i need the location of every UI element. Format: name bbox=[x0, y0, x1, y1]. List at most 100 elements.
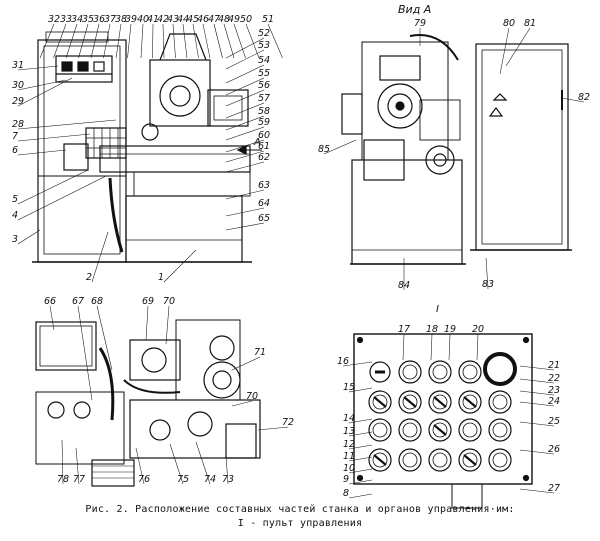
leader-line bbox=[115, 23, 122, 59]
work-table bbox=[99, 145, 251, 173]
console-button bbox=[368, 390, 392, 414]
leader-line bbox=[195, 441, 211, 485]
callout-bottom_left-9: 74 bbox=[204, 474, 216, 485]
console-button bbox=[368, 418, 392, 442]
callout-bottom_left-5: 71 bbox=[254, 347, 266, 358]
callout-top_row-15: 47 bbox=[208, 14, 220, 25]
leader-line bbox=[561, 97, 585, 103]
callout-right_col-9: 61 bbox=[258, 141, 270, 152]
callout-panel_left-1: 15 bbox=[343, 382, 355, 393]
callout-right_col-6: 58 bbox=[258, 106, 270, 117]
leader-line bbox=[348, 418, 373, 424]
callout-bottom_left-10: 75 bbox=[177, 474, 189, 485]
callout-panel_left-6: 10 bbox=[343, 463, 355, 474]
leader-line bbox=[96, 305, 113, 371]
leader-line bbox=[505, 27, 531, 67]
leader-line bbox=[233, 23, 246, 59]
leader-line bbox=[448, 333, 451, 361]
callout-panel_left-4: 12 bbox=[343, 439, 355, 450]
leader-line bbox=[152, 23, 154, 59]
console-button bbox=[458, 448, 482, 472]
console-frame bbox=[353, 333, 533, 485]
console-button bbox=[428, 418, 452, 442]
leader-line bbox=[225, 49, 265, 70]
leader-line bbox=[257, 426, 289, 431]
leader-line bbox=[192, 23, 199, 59]
leader-line bbox=[17, 229, 41, 245]
leader-line bbox=[223, 23, 235, 59]
leader-line bbox=[103, 23, 111, 59]
leader-line bbox=[231, 356, 261, 371]
leader-line bbox=[348, 493, 373, 499]
callout-top_row-14: 46 bbox=[197, 14, 209, 25]
callout-top_row-17: 49 bbox=[228, 14, 240, 25]
callout-left_col-5: 6 bbox=[12, 145, 18, 156]
callout-bottom_left-12: 77 bbox=[73, 474, 85, 485]
callout-top_row-10: 42 bbox=[157, 14, 169, 25]
callout-left_col-9: 2 bbox=[86, 272, 92, 283]
leader-line bbox=[225, 115, 265, 131]
console-button bbox=[428, 360, 452, 384]
leader-line bbox=[348, 468, 373, 474]
callout-top_row-18: 50 bbox=[240, 14, 252, 25]
callout-panel_left-5: 11 bbox=[343, 451, 355, 462]
leader-line bbox=[77, 305, 93, 401]
callout-top_row-19: 51 bbox=[262, 14, 274, 25]
leader-line bbox=[323, 139, 357, 155]
callout-right_col-11: 63 bbox=[258, 180, 270, 191]
callout-bottom_left-0: 66 bbox=[44, 296, 56, 307]
console-button bbox=[488, 390, 512, 414]
callout-right_col-12: 64 bbox=[258, 198, 270, 209]
leader-line bbox=[519, 488, 555, 494]
console-button bbox=[398, 360, 422, 384]
callout-bottom_left-8: 73 bbox=[222, 474, 234, 485]
leader-line bbox=[348, 431, 373, 437]
callout-right_col-8: 60 bbox=[258, 130, 270, 141]
console-button bbox=[488, 448, 512, 472]
leader-line bbox=[75, 447, 80, 485]
leader-line bbox=[348, 387, 373, 393]
callout-panel_top-2: 19 bbox=[444, 324, 456, 335]
machine-base bbox=[125, 195, 243, 263]
leader-line bbox=[182, 23, 188, 59]
callout-panel_right-5: 26 bbox=[548, 444, 560, 455]
callout-panel_right-0: 21 bbox=[548, 360, 560, 371]
leader-line bbox=[225, 64, 265, 84]
leader-line bbox=[17, 133, 91, 142]
leader-line bbox=[169, 443, 184, 485]
callout-panel_left-7: 9 bbox=[343, 474, 349, 485]
keypad bbox=[85, 127, 127, 159]
callout-panel_right-3: 24 bbox=[548, 396, 560, 407]
callout-top_row-5: 37 bbox=[104, 14, 116, 25]
leader-line bbox=[17, 149, 67, 156]
leader-line bbox=[348, 456, 373, 462]
leader-line bbox=[17, 169, 89, 205]
leader-line bbox=[78, 23, 89, 59]
leader-line bbox=[53, 23, 67, 59]
leader-line bbox=[225, 126, 265, 141]
callout-bottom_left-2: 68 bbox=[91, 296, 103, 307]
callout-view_a-4: 85 bbox=[318, 144, 330, 155]
leader-line bbox=[225, 161, 265, 173]
leader-line bbox=[165, 305, 170, 345]
callout-panel_top-3: 20 bbox=[472, 324, 484, 335]
leader-line bbox=[519, 421, 555, 427]
callout-left_col-7: 4 bbox=[12, 210, 18, 221]
view-a-cabinet bbox=[475, 43, 569, 251]
callout-bottom_left-1: 67 bbox=[72, 296, 84, 307]
panel-title: I bbox=[436, 304, 439, 315]
console-button bbox=[458, 418, 482, 442]
callout-right_col-1: 53 bbox=[258, 40, 270, 51]
console-button bbox=[458, 360, 482, 384]
leader-line bbox=[231, 400, 253, 407]
leader-line bbox=[65, 23, 78, 59]
callout-top_row-8: 40 bbox=[137, 14, 149, 25]
radiator-grid bbox=[91, 459, 135, 487]
callout-bottom_left-3: 69 bbox=[142, 296, 154, 307]
callout-panel_right-1: 22 bbox=[548, 373, 560, 384]
leader-line bbox=[476, 333, 479, 361]
console-button-grid bbox=[368, 360, 512, 472]
leader-line bbox=[225, 37, 265, 59]
console-button bbox=[428, 390, 452, 414]
